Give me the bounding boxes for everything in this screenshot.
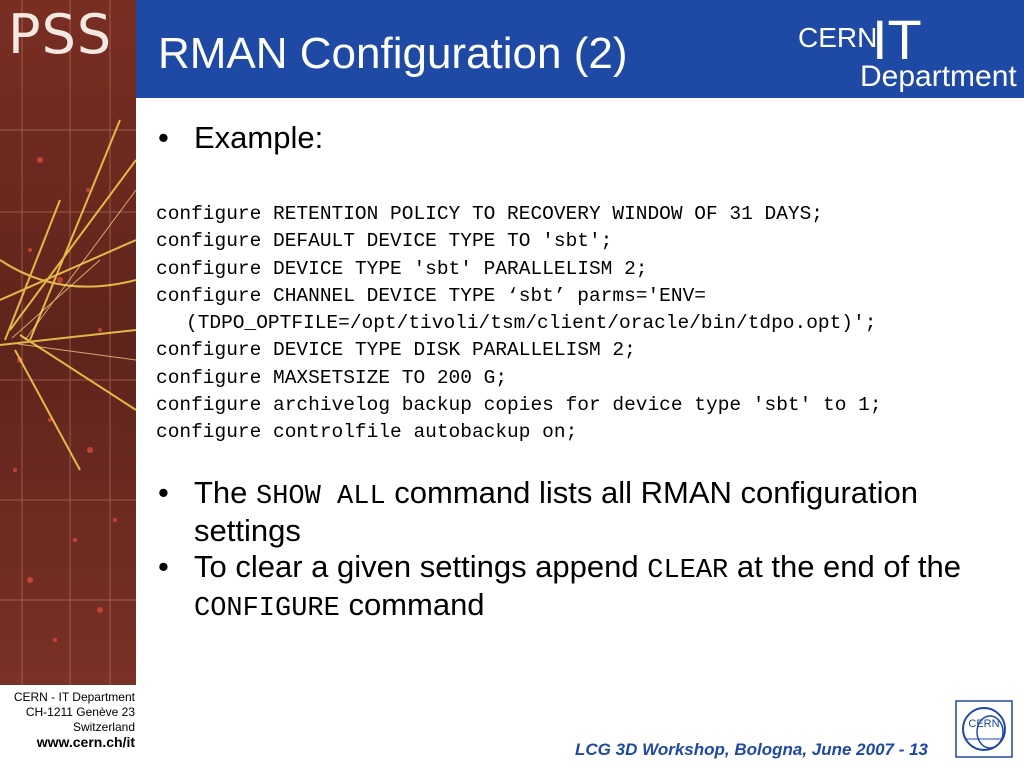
address-line: CERN - IT Department <box>13 690 135 704</box>
code-line: configure DEVICE TYPE 'sbt' PARALLELISM … <box>156 257 648 280</box>
address-line: CH-1211 Genève 23 <box>25 705 135 719</box>
bullet-text: To clear a given settings append CLEAR a… <box>194 550 1014 626</box>
bullet-text: The SHOW ALL command lists all RMAN conf… <box>194 476 1014 548</box>
bullet-dot: • <box>158 120 169 155</box>
bullet-text-part: at the end of the <box>728 549 961 584</box>
inline-code-configure: CONFIGURE <box>194 594 340 624</box>
bullet-text-part: The <box>194 475 257 510</box>
code-line: configure MAXSETSIZE TO 200 G; <box>156 366 508 389</box>
code-line: configure DEFAULT DEVICE TYPE TO 'sbt'; <box>156 230 613 253</box>
cern-seal-icon: CERN <box>955 700 1013 758</box>
footer-address: CERN - IT Department CH-1211 Genève 23 S… <box>0 690 135 750</box>
logo-it-text: IT <box>872 8 922 71</box>
footer-caption: LCG 3D Workshop, Bologna, June 2007 - 13 <box>575 740 928 759</box>
code-line: configure controlfile autobackup on; <box>156 421 578 444</box>
bullet-dot: • <box>158 549 169 584</box>
code-line: configure DEVICE TYPE DISK PARALLELISM 2… <box>156 339 636 362</box>
bullet-dot: • <box>158 475 169 510</box>
pss-logo: PSS <box>8 3 113 66</box>
address-line: Switzerland <box>72 720 135 734</box>
seal-text: CERN <box>968 718 999 730</box>
particle-tracks-graphic <box>0 0 136 685</box>
slide-header: RMAN Configuration (2) CERN IT Departmen… <box>136 0 1024 98</box>
code-line: configure CHANNEL DEVICE TYPE ‘sbt’ parm… <box>156 284 706 307</box>
sidebar-decoration: PSS <box>0 0 136 685</box>
code-line: configure archivelog backup copies for d… <box>156 394 882 417</box>
inline-code-show-all: SHOW ALL <box>256 482 386 512</box>
cern-it-department-logo: CERN IT Department <box>798 8 1017 94</box>
inline-code-clear: CLEAR <box>647 556 729 586</box>
bullet-text-part: To clear a given settings append <box>194 549 648 584</box>
logo-department-text: Department <box>860 60 1017 93</box>
bullet-text-part: command <box>339 587 485 622</box>
code-line: configure RETENTION POLICY TO RECOVERY W… <box>156 203 824 225</box>
code-line: (TDPO_OPTFILE=/opt/tivoli/tsm/client/ora… <box>186 312 877 335</box>
code-block: configure RETENTION POLICY TO RECOVERY W… <box>156 201 1016 447</box>
logo-cern-text: CERN <box>798 22 878 53</box>
bullet-text-part: command lists all RMAN configuration set… <box>194 475 919 548</box>
footer-url-link[interactable]: www.cern.ch/it <box>36 734 135 750</box>
slide-title: RMAN Configuration (2) <box>158 29 628 78</box>
cern-seal-logo: CERN <box>955 700 1013 758</box>
bullet-text: Example: <box>194 120 324 155</box>
